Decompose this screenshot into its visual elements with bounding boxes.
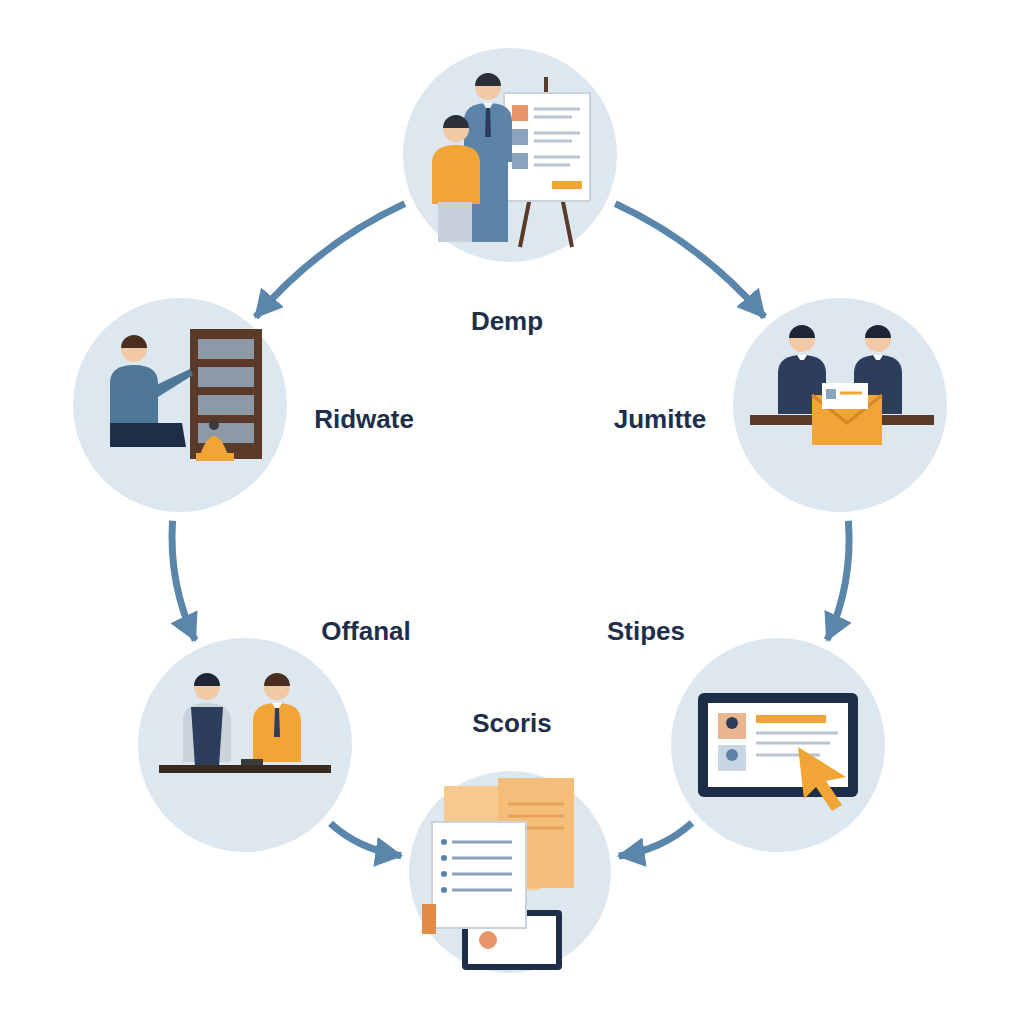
circle-illustration [72,297,288,513]
step-circle: Ridwate [72,297,288,513]
step-label: Scoris [469,708,555,739]
step-label: Offanal [318,616,414,647]
step-label: Ridwate [311,404,417,435]
step-circle: Offanal [137,637,353,853]
step-label: Jumitte [611,404,709,435]
circle-illustration [402,47,618,263]
circle-illustration [408,770,612,974]
circle-illustration [670,637,886,853]
flow-arrow [172,521,195,641]
step-label: Demp [468,306,546,337]
flow-arrow [827,521,849,640]
circle-illustration [732,297,948,513]
flow-arrow [256,204,405,317]
step-circle: Stipes [670,637,886,853]
circle-illustration [137,637,353,853]
step-circle: Demp [402,47,618,263]
step-label: Stipes [604,616,688,647]
flow-arrow [330,823,401,855]
step-circle: Jumitte [732,297,948,513]
step-circle: Scoris [408,770,612,974]
flow-arrow [619,823,692,856]
flow-arrow [615,204,764,317]
